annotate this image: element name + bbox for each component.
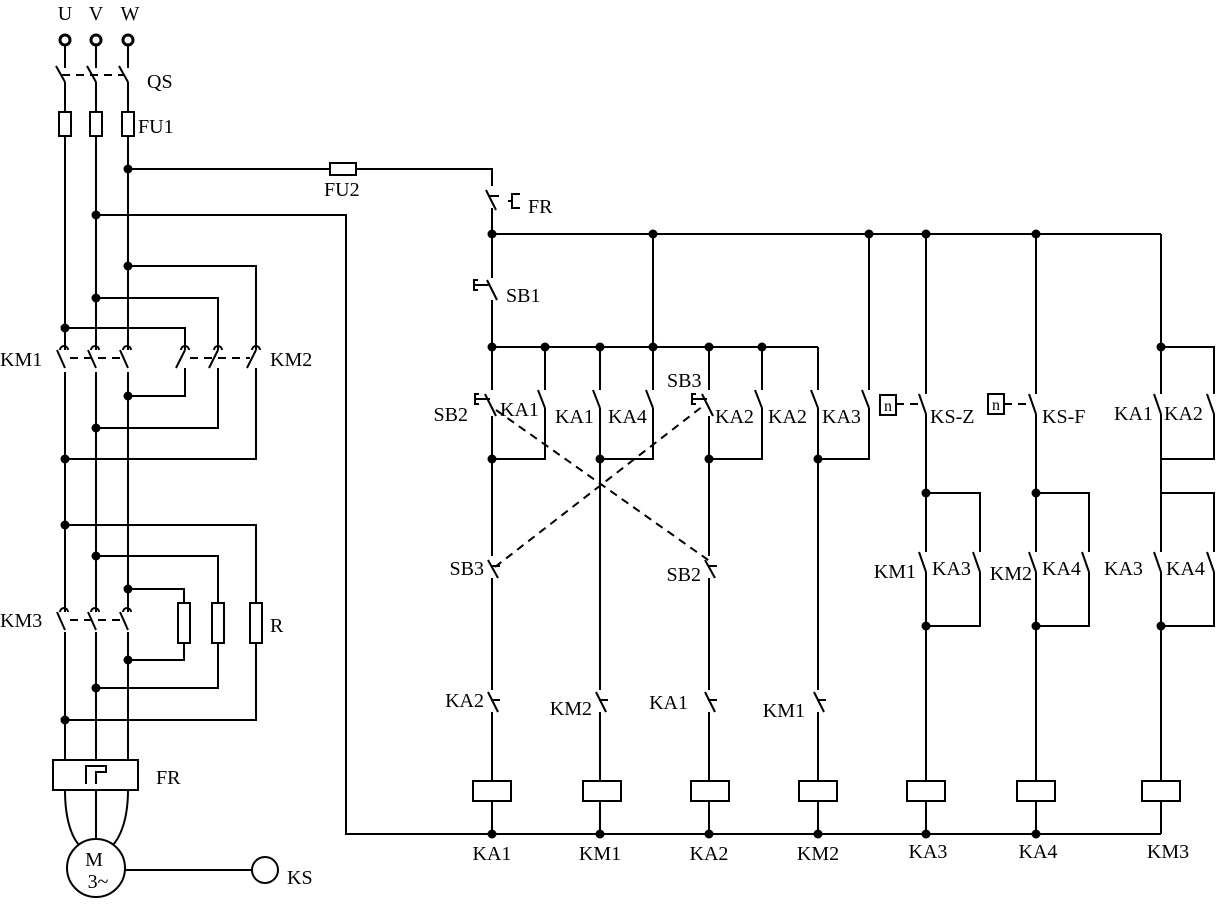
busbars [64, 108, 129, 772]
supply-terminals: U V W [58, 3, 140, 47]
rung-ka1: SB2 KA1 SB3 KA2 [434, 347, 546, 834]
motor-m: M 3~ KS [66, 838, 313, 898]
label-phase-v: V [89, 3, 104, 25]
coil-label-1: KA1 [473, 843, 512, 865]
label-ka1-interlock: KA1 [649, 692, 688, 714]
label-ka2-interlock: KA2 [445, 690, 484, 712]
power-circuit: U V W QS FU1 [0, 3, 313, 898]
contact-fr-nc: FR [485, 189, 553, 234]
coil-label-5: KA3 [909, 841, 948, 863]
label-fu1: FU1 [138, 116, 174, 138]
label-km2-r6: KM2 [990, 563, 1032, 585]
resistor-2 [211, 602, 225, 644]
label-ka3-r5: KA3 [932, 558, 971, 580]
fuse-fu2 [329, 162, 357, 176]
label-km1-interlock: KM1 [763, 700, 805, 722]
interlock-link-sb2 [495, 409, 712, 563]
control-circuit: FU2 FR SB1 [96, 162, 1215, 865]
coil-label-2: KM1 [579, 843, 621, 865]
label-ka4-contact: KA4 [608, 406, 647, 428]
label-km2-interlock: KM2 [550, 698, 592, 720]
button-sb1: SB1 [473, 234, 540, 347]
terminal-u [58, 33, 72, 47]
rung-km3: KA1 KA2 KA3 KA4 [1104, 346, 1215, 834]
speed-relay-ks [251, 856, 279, 884]
rung-ka4: n KS-F KM2 KA4 [987, 234, 1090, 834]
label-ka3-contact: KA3 [822, 406, 861, 428]
terminal-v [89, 33, 103, 47]
fuse-fu1: FU1 [58, 111, 174, 138]
label-ka2-r7: KA2 [1164, 403, 1203, 425]
label-sb2: SB2 [434, 404, 468, 426]
label-motor-line1: M [85, 849, 103, 871]
coil-label-3: KA2 [690, 843, 729, 865]
label-ks-z: KS-Z [930, 406, 974, 428]
label-km1-power: KM1 [0, 349, 42, 371]
label-ka1-r7: KA1 [1114, 403, 1153, 425]
contactor-km3-resistor-r: KM3 R [0, 524, 284, 721]
rung-km1: KA1 KA4 KM2 [550, 234, 654, 834]
label-phase-u: U [58, 3, 73, 25]
resistor-1 [177, 602, 191, 644]
label-ka3-r7: KA3 [1104, 558, 1143, 580]
label-ks: KS [287, 867, 313, 889]
label-ks-f: KS-F [1042, 406, 1085, 428]
label-speed-symbol-f: n [992, 397, 1000, 414]
label-sb3: SB3 [667, 370, 701, 392]
label-fr-control: FR [528, 196, 553, 218]
coil-label-4: KM2 [797, 843, 839, 865]
interlock-link-sb3 [494, 405, 704, 568]
rung-ka3: n KS-Z KM1 KA3 [874, 234, 981, 834]
control-junctions [487, 229, 1166, 839]
resistor-3 [249, 602, 263, 644]
label-km3-power: KM3 [0, 610, 42, 632]
coil-label-7: KM3 [1147, 841, 1189, 863]
contactor-km1-km2: KM1 KM2 [0, 265, 312, 460]
label-ka2-contact: KA2 [768, 406, 807, 428]
label-ka4-r6: KA4 [1042, 558, 1081, 580]
label-sb3-interlock: SB3 [450, 558, 484, 580]
label-fr-power: FR [156, 767, 181, 789]
isolator-qs: QS [55, 45, 173, 108]
label-phase-w: W [121, 3, 140, 25]
label-speed-symbol-z: n [884, 398, 892, 415]
overload-relay-fr: FR [52, 759, 181, 847]
label-ka1-seal: KA1 [500, 399, 539, 421]
label-ka2-seal: KA2 [715, 406, 754, 428]
label-fu2: FU2 [324, 179, 360, 201]
rung-ka2: SB3 KA2 SB2 KA1 [649, 347, 763, 834]
label-km1-r5: KM1 [874, 561, 916, 583]
terminal-w [121, 33, 135, 47]
rung-km2: KA2 KA3 KM1 [763, 234, 870, 834]
label-qs: QS [147, 71, 173, 93]
power-junctions [60, 164, 133, 725]
label-ka4-r7: KA4 [1166, 558, 1205, 580]
label-ka1-contact: KA1 [555, 406, 594, 428]
label-resistor-r: R [270, 615, 284, 637]
control-supply: FU2 [96, 162, 1161, 835]
label-km2-power: KM2 [270, 349, 312, 371]
coil-labels: KA1 KM1 KA2 KM2 KA3 KA4 KM3 [473, 841, 1190, 865]
coil-label-6: KA4 [1019, 841, 1058, 863]
label-sb2-interlock: SB2 [667, 564, 701, 586]
label-motor-line2: 3~ [88, 871, 109, 893]
label-sb1: SB1 [506, 285, 540, 307]
